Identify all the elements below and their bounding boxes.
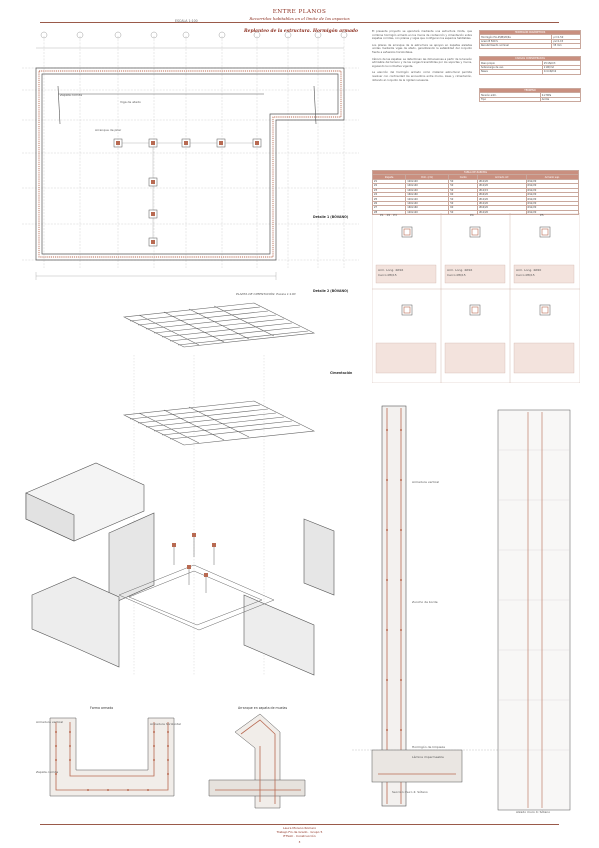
formwork-detail [49, 717, 175, 797]
footer-course: Trabajo Fin de Grado · Grupo 5 [276, 830, 323, 834]
footing-z4 [216, 138, 226, 148]
wall-annot-1: Armadura vertical [412, 480, 440, 484]
table-cell: 35 mm [551, 43, 581, 49]
wall-section-elevation [352, 405, 571, 811]
table-cell: Tipo [479, 96, 541, 103]
upper-rebar-mesh [122, 302, 316, 348]
foundation-cage [118, 535, 275, 631]
detail-note-3: Arm. Long. 4Ø16 [447, 268, 473, 272]
materials-table: HORMIGÓN PARÁMETROS Hormigón HA-25/B/20/… [478, 29, 581, 49]
wall-section [352, 405, 512, 807]
detail-col-header-2: P4 [470, 213, 474, 217]
detail-row-2-label: Detalle 2 (BÓVANO) [313, 289, 349, 293]
formwork-title: Forma armado [90, 706, 114, 710]
detail-row-1-label: Detalle 1 (BÓVANO) [313, 215, 349, 219]
paragraph-3: Cálculo de las zapatas: se determinan la… [372, 57, 472, 68]
detail-row-3-label: Cimentación [330, 371, 353, 375]
detail-col-2 [469, 226, 481, 316]
wall-annot-2: Zuncho de borde [412, 600, 438, 604]
anchor-detail [208, 713, 306, 809]
anchor-title: Arranque en zapata de muelas [238, 706, 288, 710]
footer-author: Laura Moreno Romero [282, 826, 317, 830]
wall-annot-3: Hormigón de limpieza [412, 745, 445, 749]
footer-rule [40, 824, 559, 825]
column-starters [172, 533, 216, 577]
detail-note-5: Arm. Long. 4Ø20 [516, 268, 542, 272]
detail-note-2: Cerco Ø8/15 [378, 273, 397, 277]
annotation-3: Zapata corrida [36, 770, 59, 774]
label-zapata: Zapata corrida [60, 93, 83, 97]
footer-page: 3 [298, 840, 301, 844]
tie-beams [122, 142, 253, 238]
perimeter-walls [35, 67, 345, 261]
table-cell: Z8 [371, 209, 407, 215]
annotation-1: Armadura vertical [36, 720, 64, 724]
detail-col-header-3: P5 [540, 213, 544, 217]
dimension-lines [35, 47, 344, 280]
footing-schedule-table: TABLA DE ZAPATAS Zapata Dim. (cm) Canto … [371, 169, 580, 215]
paragraph-1: El presente proyecto se ejecutará median… [372, 30, 472, 41]
wall-rebar [38, 70, 342, 258]
footing-z7 [148, 209, 158, 219]
scale-note: ESCALA 1:100 [175, 19, 198, 23]
label-viga-atado: Viga de atado [120, 100, 141, 104]
detail-col-1 [401, 226, 413, 316]
table-cell: Recubrimiento nominal [478, 43, 553, 49]
detail-note-1: Arm. Long. 4Ø16 [378, 268, 404, 272]
middle-rebar-mesh [122, 400, 316, 446]
text-column: El presente proyecto se ejecutará median… [372, 30, 472, 82]
sheet-subtitle: Recorridos habitables en el límite de lo… [249, 16, 350, 21]
isolated-footings [113, 138, 262, 247]
detail-col-3 [539, 226, 551, 316]
reinforcement-details [372, 213, 580, 383]
inner-walls [57, 85, 317, 125]
exploded-axonometric [25, 302, 335, 676]
annotation-2: Armadura horizontal [150, 722, 181, 726]
footing-z2 [148, 138, 158, 148]
wall-elevation [497, 409, 571, 811]
sheet-title: ENTRE PLANOS [272, 9, 327, 15]
paragraph-2: Los pilares de arranque de la estructura… [372, 43, 472, 54]
plan-title: PLANTA DE CIMENTACIÓN. Escala 1:100 [236, 292, 296, 296]
table-cell: Ø12/20 [525, 209, 580, 215]
foundation-plan [22, 31, 359, 280]
header-rule [40, 22, 559, 23]
detail-note-4: Cerco Ø8/15 [447, 273, 466, 277]
detail-col-header-1: P1 · P2 · P3 [380, 213, 397, 217]
footer-school: ETSAC · Construcción [283, 834, 316, 838]
retaining-walls [25, 462, 335, 676]
table-cell: 0.4 kN/m2 [541, 69, 582, 75]
wall-annot-4: Lámina impermeable [412, 755, 444, 759]
wall-section-title: Sección muro 4: Sótano [392, 790, 428, 794]
paragraph-4: La elección del hormigón armado como mat… [372, 71, 472, 82]
table-cell: Nieve [479, 69, 543, 75]
label-arranque: Arranque de pilar [95, 128, 122, 132]
footing-z6 [148, 177, 158, 187]
detail-note-6: Cerco Ø8/15 [516, 273, 535, 277]
text-block-title: Replanteo de la estructura. Hormigón arm… [244, 29, 358, 34]
table-cell: Arcilla [539, 96, 582, 103]
grid-bubbles [40, 31, 348, 39]
wall-elevation-title: Alzado muro 4: Sótano [516, 810, 551, 814]
footing-z8 [148, 237, 158, 247]
